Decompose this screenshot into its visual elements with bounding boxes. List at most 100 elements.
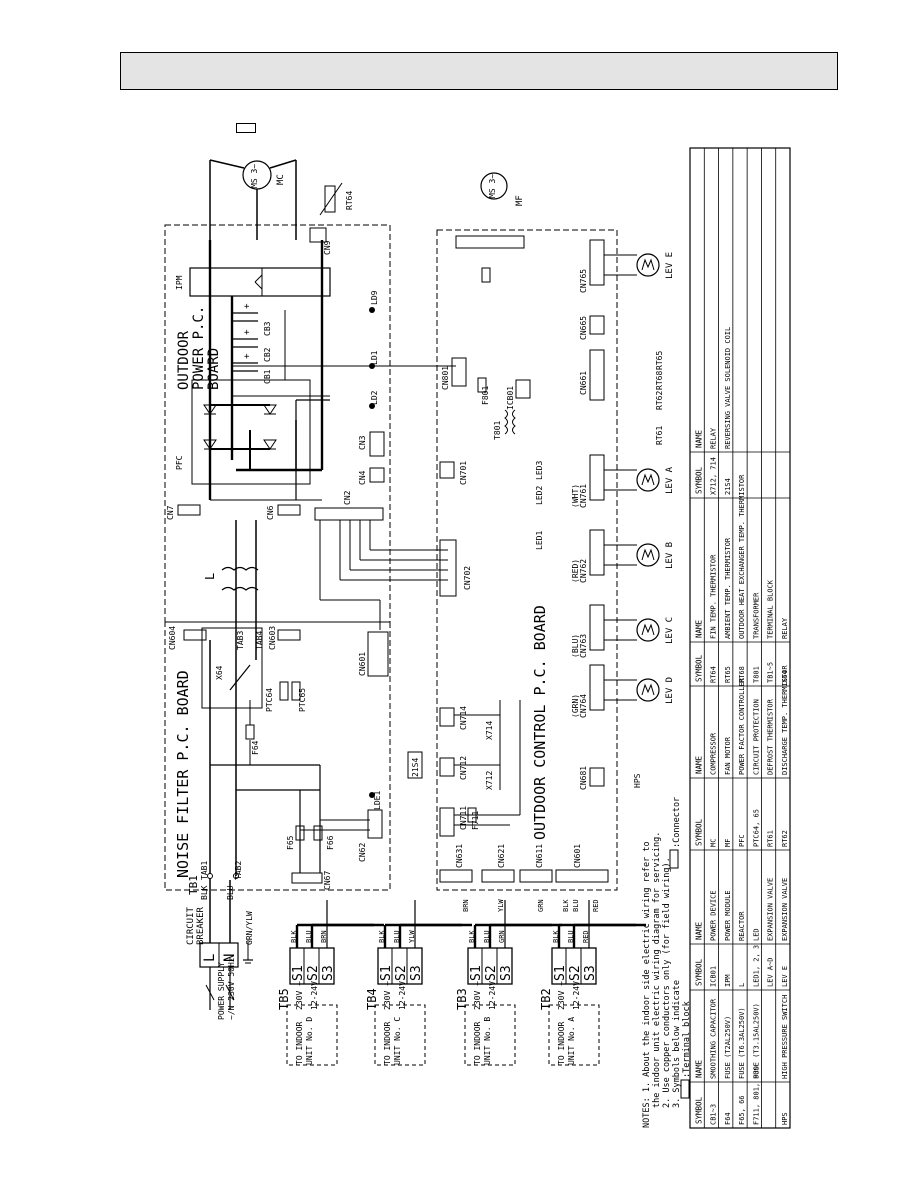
cn611-label: CN611 bbox=[535, 844, 544, 868]
svg-text:RT65: RT65 bbox=[655, 351, 664, 370]
svg-text:HPS: HPS bbox=[633, 773, 642, 788]
tab1-label: TAB1 bbox=[200, 861, 209, 880]
svg-text:BLK: BLK bbox=[200, 885, 209, 900]
legend-cell: RELAY bbox=[781, 617, 789, 639]
legend-cell: EXPANSION VALVE bbox=[767, 878, 775, 941]
lev-name: LEV D bbox=[665, 677, 675, 704]
svg-text:CN62: CN62 bbox=[358, 843, 367, 862]
legend-cell: REACTOR bbox=[738, 911, 746, 941]
legend-cell: REVERSING VALVE SOLENOID COIL bbox=[724, 327, 732, 449]
svg-text:F801: F801 bbox=[481, 386, 490, 405]
legend-cell: RT61 bbox=[767, 830, 775, 847]
svg-text:BRN: BRN bbox=[462, 899, 470, 912]
legend-header-cell: NAME bbox=[694, 755, 703, 774]
lev-color: (BLU) bbox=[571, 634, 580, 658]
legend-cell: POWER FACTOR CONTROLLER bbox=[738, 677, 746, 775]
legend-cell: MC bbox=[710, 839, 718, 847]
diode-icon bbox=[263, 404, 277, 415]
terminal-s1: S1 bbox=[469, 965, 484, 981]
svg-text:CN665: CN665 bbox=[579, 316, 588, 340]
wire-color: BLK bbox=[290, 930, 298, 943]
lev-connector: CN762 bbox=[579, 559, 588, 583]
svg-text:LDE1: LDE1 bbox=[373, 791, 382, 810]
noise-filter-parts: CN67 CN62 F65 F66 X64 F64 PTC64 PTC65 CN… bbox=[168, 626, 389, 890]
lev-color: (GRN) bbox=[571, 694, 580, 718]
lev-connector: CN765 bbox=[579, 269, 588, 293]
svg-text:RED: RED bbox=[592, 899, 600, 912]
legend-cell: SMOOTHING CAPACITOR bbox=[710, 998, 718, 1079]
svg-text:BLU: BLU bbox=[226, 885, 235, 900]
svg-text:CB2: CB2 bbox=[263, 347, 272, 362]
legend-header-cell: SYMBOL bbox=[694, 818, 703, 846]
svg-text:CN6: CN6 bbox=[266, 505, 275, 520]
tab2-label: TAB2 bbox=[234, 861, 243, 880]
svg-text:CN2: CN2 bbox=[343, 490, 352, 505]
terminal-block-name: TB5 bbox=[277, 988, 291, 1010]
svg-text:RT64: RT64 bbox=[345, 191, 354, 210]
legend-cell: COMPRESSOR bbox=[710, 732, 718, 775]
svg-text:LED2: LED2 bbox=[535, 486, 544, 505]
breaker-label-2: BREAKER bbox=[196, 906, 206, 945]
svg-text:NOTES: 1. About the indoor sid: NOTES: 1. About the indoor side electric… bbox=[642, 841, 652, 1128]
lev-motor-icon bbox=[636, 253, 660, 277]
svg-text:F711: F711 bbox=[471, 811, 480, 830]
svg-text:CN714: CN714 bbox=[459, 706, 468, 730]
svg-text:CN701: CN701 bbox=[459, 461, 468, 485]
legend-cell: DISCHARGE TEMP. THERMISTOR bbox=[781, 665, 789, 775]
svg-text:GRN: GRN bbox=[537, 899, 545, 912]
capacitor-icon: + bbox=[232, 352, 258, 372]
legend-header-cell: SYMBOL bbox=[694, 466, 703, 494]
legend-cell: LEV E bbox=[781, 966, 789, 987]
svg-text:CN681: CN681 bbox=[579, 766, 588, 790]
diode-icon bbox=[263, 439, 277, 450]
tb1-l-terminal: L bbox=[202, 954, 218, 962]
svg-text::Connector: :Connector bbox=[672, 797, 682, 848]
legend-cell: ICB01 bbox=[710, 966, 718, 987]
smoothing-capacitors: +++ bbox=[232, 302, 286, 380]
legend-cell: RT65 bbox=[724, 666, 732, 683]
legend-cell: OUTDOOR HEAT EXCHANGER TEMP. THERMISTOR bbox=[738, 474, 746, 639]
svg-text:CN801: CN801 bbox=[441, 366, 450, 390]
svg-text:21S4: 21S4 bbox=[411, 758, 420, 777]
lev-a: CN761(WHT)LEV A bbox=[571, 454, 675, 508]
lev-motor-icon bbox=[636, 468, 660, 492]
voltage-12-24: 12-24V bbox=[572, 981, 581, 1010]
legend-cell: F64 bbox=[724, 1112, 732, 1125]
svg-text:CN603: CN603 bbox=[268, 626, 277, 650]
legend-cell: POWER MODULE bbox=[724, 890, 732, 941]
svg-text:IPM: IPM bbox=[175, 275, 184, 290]
lev-connector: CN761 bbox=[579, 484, 588, 508]
legend-cell: FUSE (T3.15AL250V) bbox=[752, 1003, 760, 1079]
lev-c: CN763(BLU)LEV C bbox=[571, 604, 675, 658]
outdoor-power-title-2: POWER P.C. bbox=[191, 306, 207, 390]
svg-text:T801: T801 bbox=[493, 421, 502, 440]
legend-cell: FAN MOTOR bbox=[724, 736, 732, 775]
unit-label-1: TO INDOOR bbox=[473, 1021, 482, 1065]
svg-text:LED3: LED3 bbox=[535, 461, 544, 480]
legend-cell: X712, 714 bbox=[710, 457, 718, 495]
control-board-parts: CN702 CN701 CN711 CN712 CN714 F711 X712 … bbox=[407, 315, 664, 837]
svg-text:YLW: YLW bbox=[497, 899, 505, 912]
voltage-230: 230V ~ bbox=[557, 981, 566, 1010]
svg-text:L: L bbox=[203, 573, 217, 580]
svg-text:LD9: LD9 bbox=[370, 290, 379, 305]
legend-header-row: SYMBOLNAMESYMBOLNAMESYMBOLNAMESYMBOLNAME… bbox=[694, 429, 703, 1124]
unit-label-2: UNIT No. C bbox=[393, 1017, 402, 1065]
terminal-s1: S1 bbox=[291, 965, 306, 981]
power-supply-label: POWER SUPPLY bbox=[217, 962, 226, 1020]
svg-text:MC: MC bbox=[276, 174, 286, 185]
svg-text:CN702: CN702 bbox=[463, 566, 472, 590]
wire-color: RED bbox=[582, 930, 590, 943]
unit-label-2: UNIT No. A bbox=[567, 1017, 576, 1065]
svg-text:3. Symbols below indicate: 3. Symbols below indicate bbox=[672, 980, 682, 1108]
tb1-label: TB1 bbox=[187, 875, 200, 895]
rectifier-bridge-icon bbox=[203, 404, 297, 470]
svg-text:MF: MF bbox=[515, 195, 525, 206]
legend-cell: HPS bbox=[781, 1112, 789, 1125]
svg-text:CN712: CN712 bbox=[459, 756, 468, 780]
voltage-230: 230V ~ bbox=[295, 981, 304, 1010]
terminal-block-name: TB4 bbox=[365, 988, 379, 1010]
